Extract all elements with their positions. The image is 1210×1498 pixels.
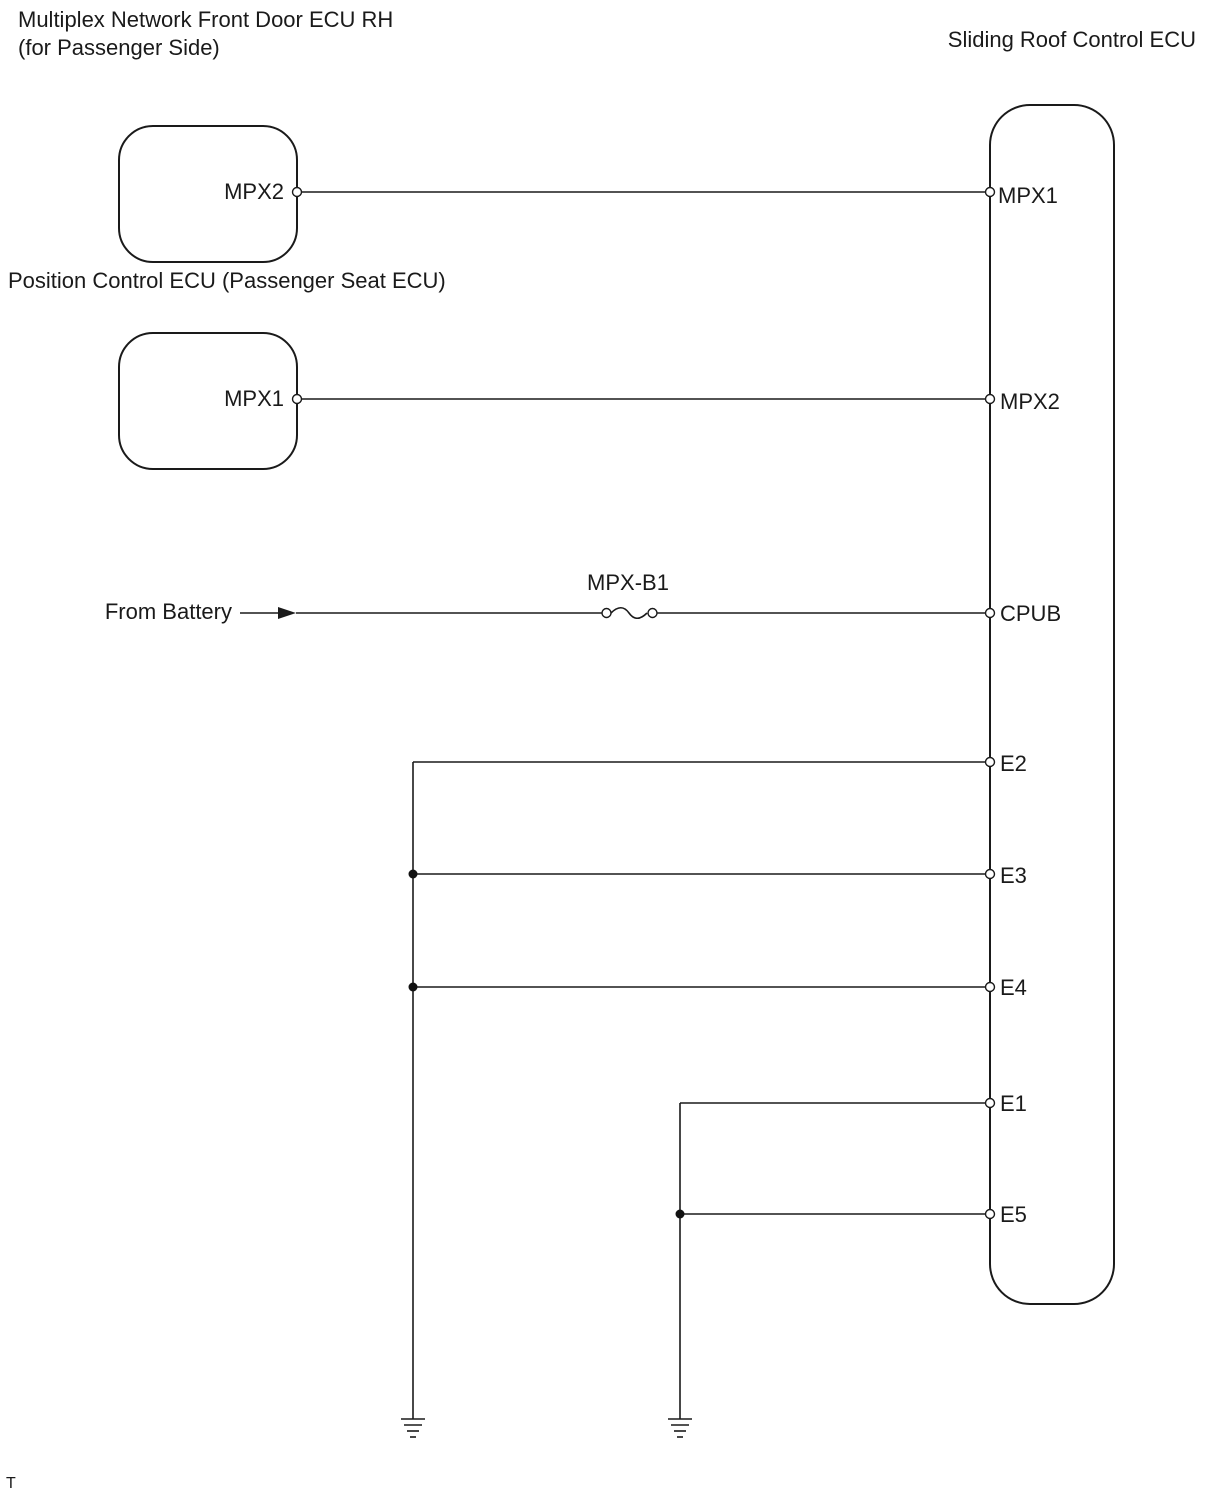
fuse-terminal-right bbox=[647, 607, 658, 619]
roof-pin-label: MPX1 bbox=[998, 183, 1058, 208]
terminal-roof-mpx1 bbox=[984, 186, 996, 198]
roof-ecu-box bbox=[989, 104, 1115, 1305]
junction-e5 bbox=[675, 1209, 685, 1219]
door-ecu-pin-label: MPX2 bbox=[224, 179, 284, 204]
seat-ecu-pin-label: MPX1 bbox=[224, 386, 284, 411]
terminal-roof-cpub bbox=[984, 607, 996, 619]
terminal-door-mpx2 bbox=[291, 186, 303, 198]
ground-icon bbox=[668, 1418, 692, 1438]
door-ecu-title-line2: (for Passenger Side) bbox=[18, 35, 220, 60]
fuse-icon bbox=[610, 606, 648, 620]
battery-source-label: From Battery bbox=[105, 599, 232, 624]
seat-ecu-title: Position Control ECU (Passenger Seat ECU… bbox=[8, 268, 446, 293]
roof-pin-label: E4 bbox=[1000, 975, 1027, 1000]
roof-pin-label: E2 bbox=[1000, 751, 1027, 776]
roof-ecu-title: Sliding Roof Control ECU bbox=[948, 27, 1196, 52]
fuse-label: MPX-B1 bbox=[587, 570, 669, 595]
junction-e3 bbox=[408, 869, 418, 879]
junction-e4 bbox=[408, 982, 418, 992]
terminal-roof-e3 bbox=[984, 868, 996, 880]
terminal-seat-mpx1 bbox=[291, 393, 303, 405]
ground-icon bbox=[401, 1418, 425, 1438]
roof-pin-label: E5 bbox=[1000, 1202, 1027, 1227]
roof-pin-label: CPUB bbox=[1000, 601, 1061, 626]
roof-pin-label: E1 bbox=[1000, 1091, 1027, 1116]
terminal-roof-e2 bbox=[984, 756, 996, 768]
terminal-roof-e4 bbox=[984, 981, 996, 993]
door-ecu-title-line1: Multiplex Network Front Door ECU RH bbox=[18, 7, 393, 32]
battery-arrow-icon bbox=[278, 607, 296, 619]
terminal-roof-mpx2 bbox=[984, 393, 996, 405]
roof-pin-label: E3 bbox=[1000, 863, 1027, 888]
diagram-code: T bbox=[6, 1475, 16, 1492]
fuse-terminal-left bbox=[601, 607, 612, 619]
roof-pin-label: MPX2 bbox=[1000, 389, 1060, 414]
terminal-roof-e1 bbox=[984, 1097, 996, 1109]
terminal-roof-e5 bbox=[984, 1208, 996, 1220]
